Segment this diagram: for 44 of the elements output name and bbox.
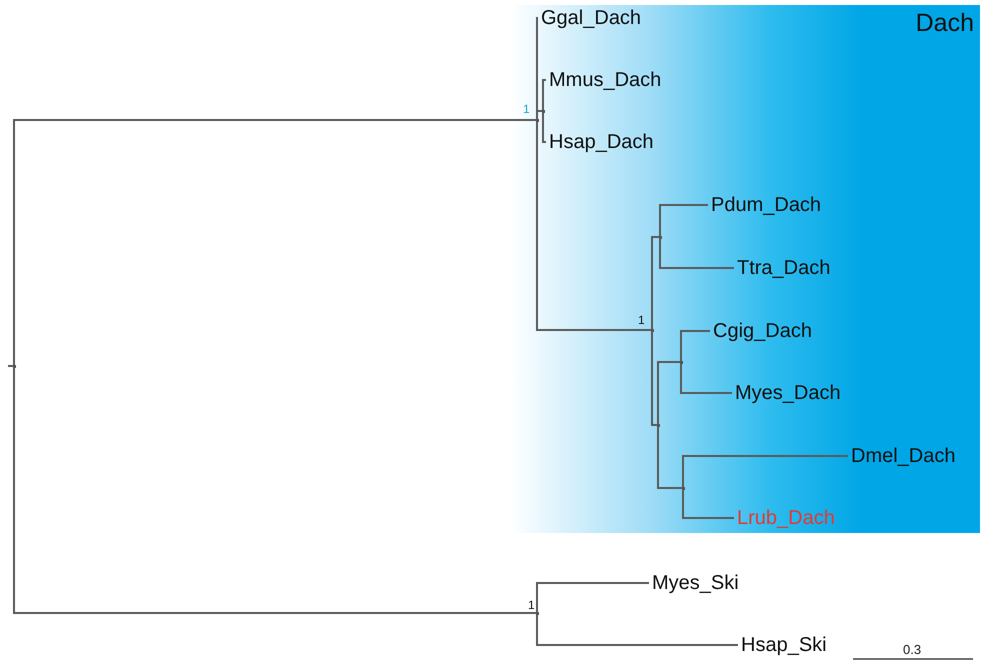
branch-point (658, 236, 662, 238)
tree-branch (542, 111, 546, 143)
taxon-label: Myes_Ski (652, 571, 739, 595)
tree-branch (536, 582, 649, 613)
branch-point (682, 486, 684, 490)
support-value: 1 (528, 598, 535, 612)
branch-point (542, 110, 544, 112)
taxon-label: Mmus_Dach (549, 68, 662, 92)
branch-point (536, 118, 538, 122)
branch-point (12, 364, 16, 368)
support-value: 1 (638, 313, 645, 327)
tree-branch (651, 330, 658, 426)
tree-branch (682, 455, 848, 488)
tree-branch (659, 204, 708, 237)
scale-value: 0.3 (903, 643, 922, 657)
tree-branch (536, 613, 738, 646)
taxon-label: Ttra_Dach (737, 256, 830, 280)
taxon-label: Cgig_Dach (713, 319, 812, 343)
tree-branch (680, 362, 732, 394)
taxon-label: Lrub_Dach (737, 506, 835, 530)
support-value: 1 (523, 102, 530, 116)
branch-point (656, 424, 660, 426)
branch-point (650, 328, 654, 332)
taxon-label: Dmel_Dach (851, 444, 956, 468)
taxon-label: Myes_Dach (735, 381, 841, 405)
taxon-label: Hsap_Ski (741, 633, 827, 657)
branch-point (680, 360, 682, 364)
tree-branch (651, 236, 660, 330)
tree-branch (682, 488, 734, 519)
taxon-label: Pdum_Dach (711, 193, 822, 217)
tree-branch (657, 361, 681, 425)
tree-branch (13, 119, 537, 366)
tree-branch (659, 237, 734, 269)
clade-label: Dach (916, 9, 974, 37)
tree-branch (536, 110, 543, 120)
tree-branch (657, 425, 683, 489)
tree-branch (542, 79, 546, 111)
taxon-label: Ggal_Dach (541, 6, 642, 30)
tree-branch (680, 330, 710, 362)
tree-branch (536, 120, 652, 331)
taxon-label: Hsap_Dach (549, 130, 654, 154)
tree-branch (13, 366, 537, 614)
tree-branch (8, 365, 14, 367)
branch-point (536, 612, 538, 614)
